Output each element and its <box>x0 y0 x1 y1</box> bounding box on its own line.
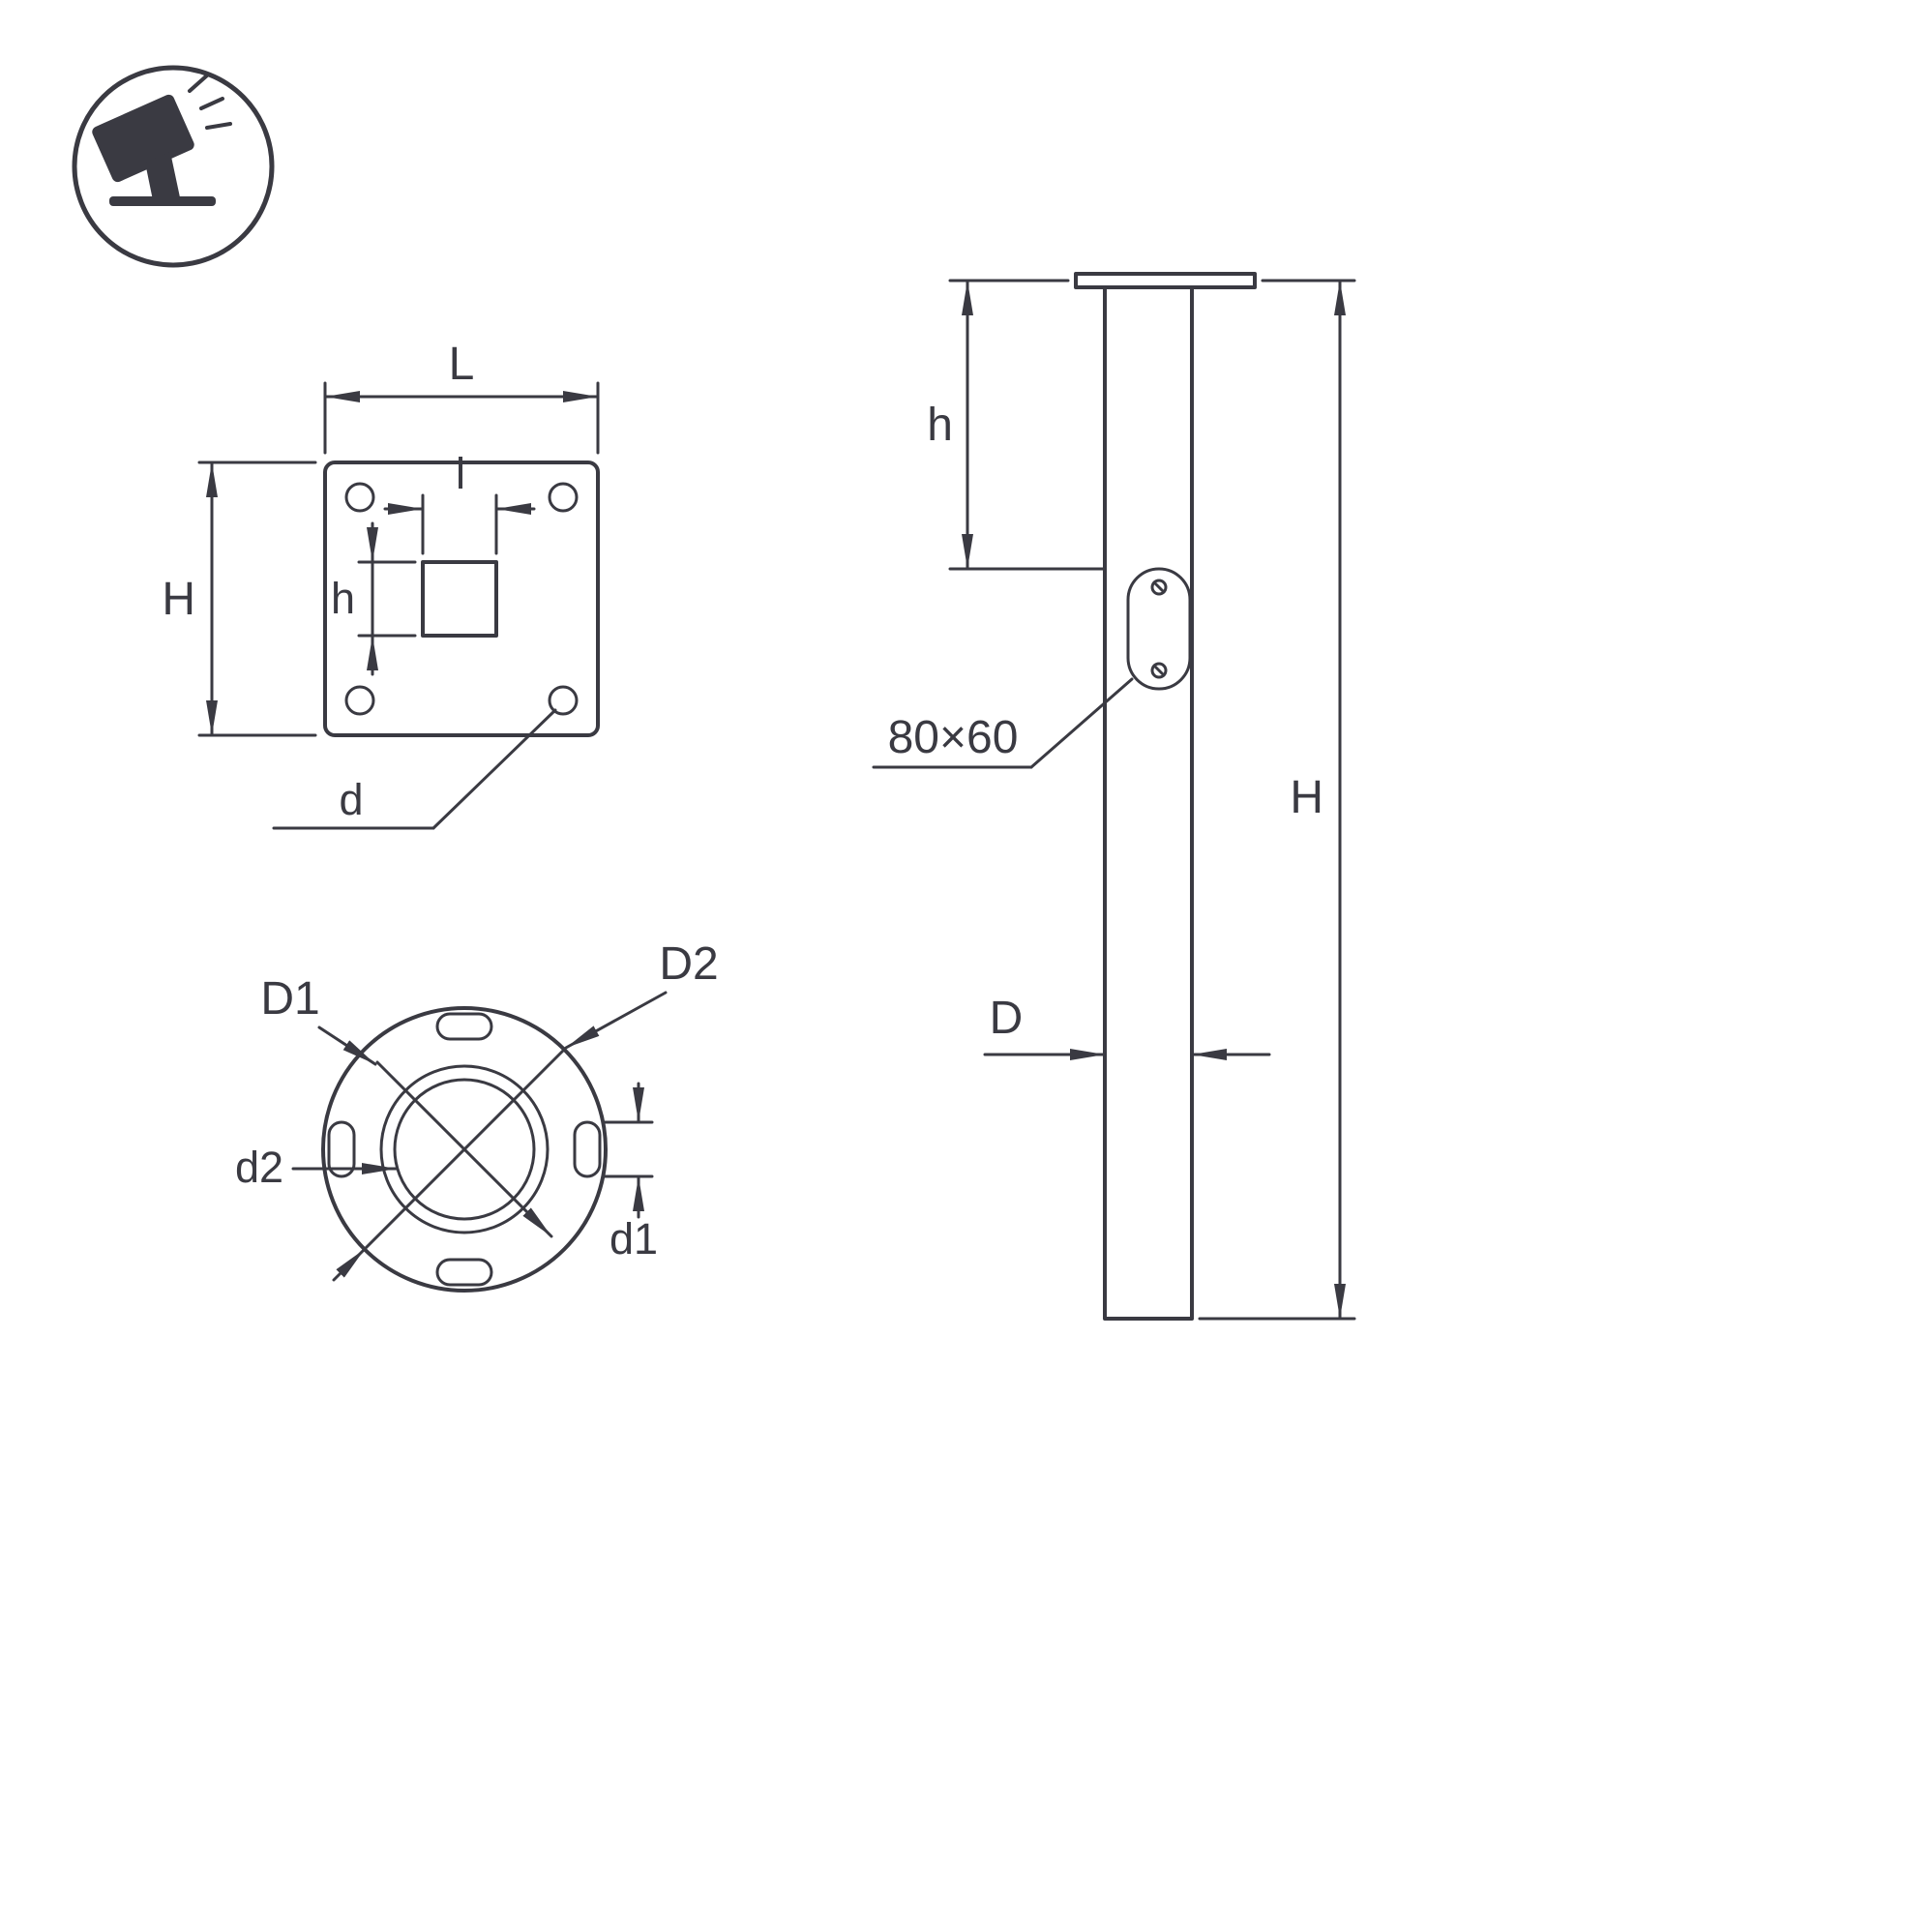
bolt-hole <box>344 685 375 716</box>
dim-label-h-side: h <box>927 400 953 451</box>
pole-side-view: 80×60 h H D <box>872 272 1356 1321</box>
logo-circle <box>72 65 275 268</box>
floodlight-post <box>145 152 180 200</box>
bolt-hole <box>548 482 579 513</box>
leader-line <box>1029 677 1134 769</box>
slot-hole-top <box>435 1012 493 1041</box>
pole-body <box>1103 285 1194 1321</box>
bolt-hole <box>344 482 375 513</box>
brand-spotlight-logo <box>72 65 275 268</box>
dim-label-D1: D1 <box>260 973 319 1025</box>
dim-label-d: d <box>339 775 363 824</box>
leader-line-D1 <box>317 1025 377 1066</box>
dim-label-D2: D2 <box>659 938 718 990</box>
leader-line <box>431 708 557 830</box>
pipe-outer-circle <box>379 1064 550 1234</box>
dim-label-H-side: H <box>1290 772 1323 823</box>
bolt-hole <box>548 685 579 716</box>
center-square-hole <box>421 560 498 638</box>
slot-hole-bottom <box>435 1258 493 1287</box>
slot-hole-left <box>327 1120 356 1178</box>
pole-top-cap <box>1074 272 1257 289</box>
flange-bottom-view: D1 D2 d2 d1 <box>235 938 719 1293</box>
hatch-screw-icon <box>1150 579 1168 596</box>
centerline-diagonal <box>363 1048 566 1251</box>
dim-label-l: l <box>456 449 465 498</box>
pipe-inner-circle <box>393 1078 536 1221</box>
floodlight-icon <box>92 74 232 206</box>
flange-outer-circle <box>321 1006 608 1293</box>
dim-label-d1: d1 <box>609 1214 658 1263</box>
flange-plate-outline <box>323 461 600 737</box>
dimension-arrow <box>332 1247 367 1282</box>
dim-label-d2: d2 <box>235 1143 283 1192</box>
leader-line-D2 <box>564 991 668 1050</box>
dim-label-H: H <box>162 574 195 625</box>
dim-label-h: h <box>331 574 355 623</box>
light-ray-icon <box>205 122 232 130</box>
hatch-screw-slot <box>1152 580 1166 594</box>
flange-top-view: L l H h d <box>162 339 600 830</box>
light-ray-icon <box>188 74 209 93</box>
hatch-screw-slot <box>1152 664 1166 677</box>
dim-label-L: L <box>449 339 475 390</box>
slot-hole-right <box>573 1120 602 1178</box>
light-ray-icon <box>199 97 224 110</box>
hatch-screw-icon <box>1150 662 1168 679</box>
floodlight-base <box>109 196 216 206</box>
dim-label-D: D <box>990 993 1024 1044</box>
cable-hatch <box>1126 567 1192 691</box>
hatch-size-label: 80×60 <box>888 712 1019 763</box>
floodlight-head <box>92 94 194 183</box>
